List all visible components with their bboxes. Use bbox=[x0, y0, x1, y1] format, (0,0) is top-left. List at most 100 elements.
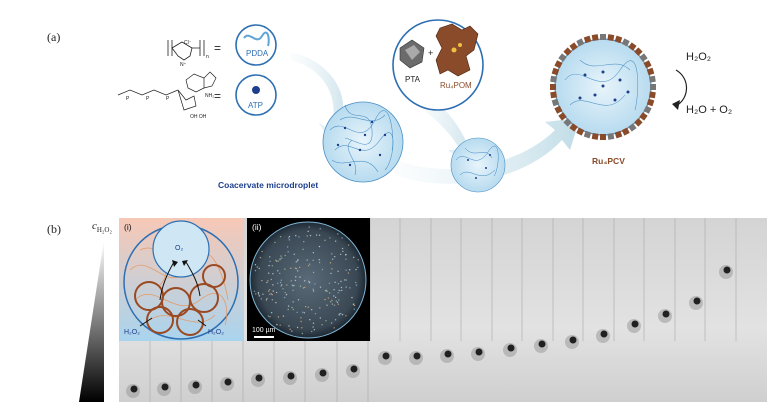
shell-cluster bbox=[599, 133, 607, 141]
concentration-axis-label: cH₂O₂ bbox=[92, 220, 112, 234]
pdda-circle bbox=[235, 24, 277, 66]
svg-text:P: P bbox=[146, 96, 150, 102]
ru4pom-cluster-icon bbox=[435, 23, 479, 77]
rising-droplet bbox=[157, 382, 171, 396]
shell-cluster bbox=[614, 130, 623, 139]
svg-text:N⁺: N⁺ bbox=[180, 62, 187, 68]
ru4pcv-label: Ru₄PCV bbox=[592, 156, 625, 166]
shell-cluster bbox=[646, 98, 655, 107]
rising-droplet bbox=[596, 329, 610, 343]
shell-cluster bbox=[551, 98, 560, 107]
image-strip-background bbox=[119, 218, 767, 402]
reaction-arrowhead bbox=[672, 100, 680, 110]
shell-cluster bbox=[550, 75, 558, 83]
shell-cluster bbox=[569, 123, 578, 132]
coacervate-droplet bbox=[322, 101, 404, 183]
shell-cluster bbox=[639, 112, 648, 121]
pta-cluster-icon bbox=[399, 39, 425, 69]
equals-sign-1: = bbox=[214, 41, 221, 55]
strip-dividers bbox=[149, 218, 737, 402]
rising-droplet bbox=[315, 368, 329, 382]
small-droplet bbox=[450, 137, 506, 193]
micrograph-speckles bbox=[253, 226, 359, 335]
shell-cluster bbox=[599, 33, 607, 41]
shell-cluster bbox=[569, 42, 578, 51]
rising-droplet bbox=[378, 351, 392, 365]
pdda-label: PDDA bbox=[246, 49, 269, 58]
atp-circle bbox=[235, 74, 277, 116]
rising-droplet bbox=[719, 265, 733, 279]
rising-droplet bbox=[565, 335, 579, 349]
shell-cluster bbox=[646, 67, 655, 76]
pdda-chain-icon bbox=[243, 31, 270, 47]
inset-ii-micrograph bbox=[247, 218, 370, 341]
ru4pom-shell-clusters bbox=[549, 33, 656, 141]
polymer-n-label: n bbox=[206, 54, 209, 60]
rising-droplet bbox=[503, 343, 517, 357]
shell-cluster bbox=[591, 34, 599, 42]
shell-cluster bbox=[614, 35, 623, 44]
shell-cluster bbox=[628, 123, 637, 132]
h2o2-left-label: H₂O₂ bbox=[124, 329, 140, 336]
shell-cluster bbox=[558, 53, 567, 62]
shell-cluster bbox=[551, 67, 560, 76]
shell-cluster bbox=[628, 42, 637, 51]
shell-cluster bbox=[558, 112, 567, 121]
rising-droplet bbox=[346, 364, 360, 378]
shell-cluster bbox=[554, 60, 563, 69]
pta-label: PTA bbox=[405, 75, 421, 84]
reaction-arrow bbox=[675, 69, 688, 107]
scale-bar bbox=[254, 336, 274, 338]
shell-cluster bbox=[607, 34, 615, 42]
c-subscript: H₂O₂ bbox=[96, 226, 112, 235]
o2-bubble bbox=[152, 220, 210, 278]
rising-droplet bbox=[627, 319, 641, 333]
rising-droplet bbox=[188, 380, 202, 394]
panel-a-diagram: Cl⁻ N⁺ n = P P P OH OH NH₂ = PDDA ATP bbox=[117, 19, 732, 193]
panel-b-label: (b) bbox=[47, 222, 61, 236]
ru4pcv-droplet bbox=[549, 33, 656, 141]
rising-droplet bbox=[220, 377, 234, 391]
h2o2-right-label: H₂O₂ bbox=[208, 329, 224, 336]
equals-sign-2: = bbox=[214, 89, 221, 103]
rising-droplet bbox=[126, 384, 140, 398]
shell-cluster bbox=[550, 91, 558, 99]
shell-cluster bbox=[621, 127, 630, 136]
plus-sign: + bbox=[428, 48, 433, 58]
rising-droplet bbox=[409, 351, 423, 365]
shell-cluster bbox=[650, 84, 656, 90]
svg-text:P: P bbox=[166, 96, 170, 102]
rising-droplet bbox=[440, 349, 454, 363]
svg-text:P: P bbox=[126, 96, 130, 102]
strip-droplets bbox=[126, 265, 733, 398]
scale-bar-label: 100 µm bbox=[252, 327, 276, 334]
atp-nh2-label: NH₂ bbox=[205, 93, 214, 99]
o2-label: O₂ bbox=[175, 245, 183, 252]
shell-cluster bbox=[607, 132, 615, 140]
concentration-wedge bbox=[79, 240, 104, 402]
shell-cluster bbox=[648, 75, 656, 83]
atp-structure-icon: P P P bbox=[117, 71, 217, 111]
atp-dot bbox=[252, 86, 260, 94]
rising-droplet bbox=[689, 296, 703, 310]
panel-a-label: (a) bbox=[47, 30, 61, 44]
c-symbol: c bbox=[92, 220, 97, 232]
svg-text:Cl⁻: Cl⁻ bbox=[184, 40, 192, 46]
atp-oh-label: OH OH bbox=[190, 114, 207, 120]
shell-cluster bbox=[576, 38, 585, 47]
shell-cluster bbox=[583, 35, 592, 44]
reaction-products: H₂O + O₂ bbox=[686, 104, 732, 116]
inset-i-label: (i) bbox=[124, 222, 132, 232]
rising-droplet bbox=[658, 309, 672, 323]
ru4pom-label: Ru₄POM bbox=[440, 81, 472, 90]
shell-cluster bbox=[643, 105, 652, 114]
inset-ii-label: (ii) bbox=[252, 222, 262, 232]
shell-cluster bbox=[549, 83, 557, 91]
h2o2-reactant: H₂O₂ bbox=[686, 51, 711, 63]
shell-cluster bbox=[576, 127, 585, 136]
rising-droplet bbox=[283, 371, 297, 385]
shell-cluster bbox=[639, 53, 648, 62]
inset-i-schematic bbox=[119, 218, 244, 341]
shell-cluster bbox=[643, 60, 652, 69]
shell-cluster bbox=[583, 130, 592, 139]
